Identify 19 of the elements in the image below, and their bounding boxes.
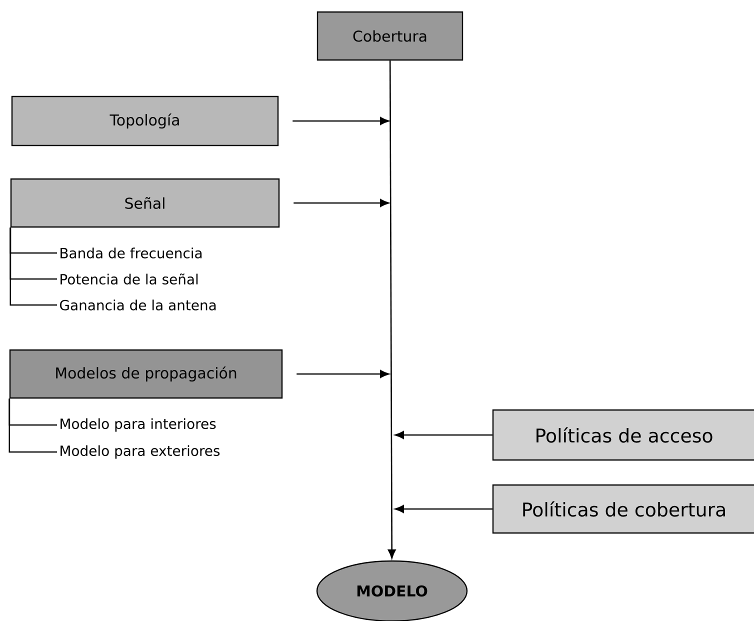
process-box: Señal [10, 178, 280, 228]
process-box: Modelos de propagación [9, 349, 283, 399]
arrow [394, 505, 492, 513]
bracket-line [10, 228, 57, 306]
process-box: Políticas de acceso [492, 409, 754, 461]
arrow [292, 117, 390, 125]
list-item-text: Modelo para exteriores [60, 445, 220, 459]
process-box: Topología [11, 96, 279, 146]
arrow [394, 431, 492, 439]
list-item-text: Banda de frecuencia [60, 248, 202, 258]
arrow [294, 199, 390, 207]
list-item-text: Ganancia de la antena [60, 300, 216, 310]
process-box: Cobertura [316, 11, 464, 61]
bracket-line [8, 398, 57, 453]
list-item-text: Modelo para interiores [60, 418, 216, 432]
arrow [296, 370, 390, 378]
list-item-text: Potencia de la señal [60, 273, 198, 285]
arrow [388, 60, 396, 559]
process-box: Políticas de cobertura [492, 484, 754, 534]
